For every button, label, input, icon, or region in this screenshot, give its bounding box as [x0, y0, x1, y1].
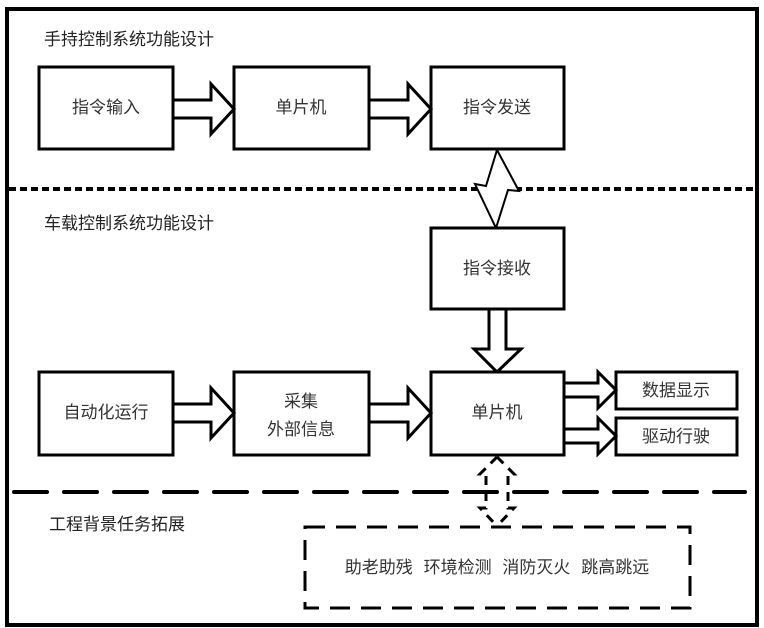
- arrow-auto-to-collect: [171, 384, 237, 442]
- block-cmd-receive: 指令接收: [429, 226, 566, 311]
- arrow-receive-to-mcu: [470, 307, 525, 375]
- block-collect-info-line2: 外部信息: [267, 420, 335, 440]
- arrow-mcu-to-display: [562, 368, 619, 412]
- block-cmd-send: 指令发送: [429, 65, 566, 151]
- block-auto-run: 自动化运行: [37, 370, 175, 457]
- block-collect-info: 采集 外部信息: [232, 370, 371, 457]
- block-data-display-label: 数据显示: [642, 381, 710, 401]
- section-title-vehicle: 车载控制系统功能设计: [44, 214, 214, 234]
- block-data-display: 数据显示: [614, 370, 739, 411]
- outer-frame: [5, 7, 759, 627]
- block-cmd-send-label: 指令发送: [463, 98, 531, 118]
- bidirectional-dashed-link: [476, 455, 518, 528]
- arrow-mcu-to-drive: [562, 414, 619, 458]
- block-vehicle-mcu: 单片机: [429, 370, 566, 457]
- block-cmd-input-label: 指令输入: [72, 98, 140, 118]
- section-title-extension: 工程背景任务拓展: [49, 515, 185, 535]
- section-title-handheld: 手持控制系统功能设计: [44, 30, 214, 50]
- block-collect-info-line1: 采集: [284, 392, 318, 412]
- block-cmd-receive-label: 指令接收: [463, 259, 531, 279]
- arrow-input-to-mcu: [171, 80, 237, 138]
- extension-tasks-box: 助老助残 环境检测 消防灭火 跳高跳远: [303, 525, 692, 610]
- arrow-collect-to-mcu: [367, 384, 434, 442]
- block-handheld-mcu: 单片机: [232, 65, 371, 151]
- block-cmd-input: 指令输入: [37, 65, 175, 151]
- wireless-link-icon: [473, 147, 521, 231]
- block-handheld-mcu-label: 单片机: [276, 98, 327, 118]
- arrow-mcu-to-send: [367, 80, 434, 138]
- block-drive-label: 驱动行驶: [642, 427, 710, 447]
- block-auto-run-label: 自动化运行: [64, 403, 149, 423]
- block-drive: 驱动行驶: [614, 416, 739, 457]
- block-vehicle-mcu-label: 单片机: [472, 403, 523, 423]
- extension-tasks-label: 助老助残 环境检测 消防灭火 跳高跳远: [345, 558, 649, 578]
